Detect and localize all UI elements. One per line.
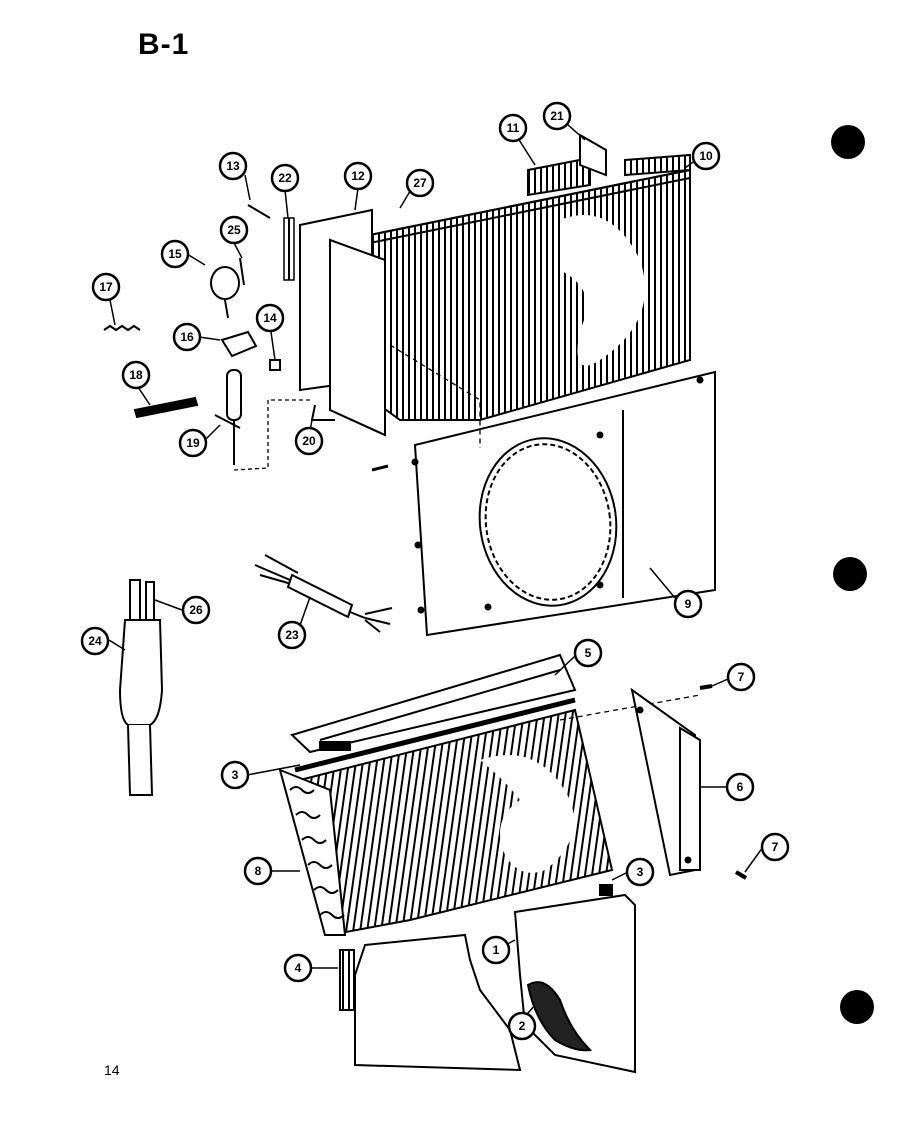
fan-shroud	[411, 370, 716, 637]
base-pan	[339, 884, 636, 1074]
callout-6: 6	[725, 772, 755, 802]
svg-text:11: 11	[507, 121, 520, 135]
callout-14: 14	[255, 303, 285, 333]
callout-25: 25	[219, 215, 249, 245]
svg-text:7: 7	[772, 840, 779, 854]
svg-text:20: 20	[302, 434, 316, 448]
svg-text:14: 14	[263, 311, 277, 325]
svg-text:6: 6	[737, 780, 744, 794]
evaporator-coil	[278, 697, 614, 937]
page-title: B-1	[138, 28, 190, 61]
svg-text:13: 13	[226, 159, 240, 173]
callout-21: 21	[542, 101, 572, 131]
callout-17: 17	[91, 272, 121, 302]
evaporator-return-bends	[289, 786, 345, 919]
svg-text:19: 19	[186, 436, 200, 450]
binder-hole-icon	[840, 990, 874, 1024]
callout-23: 23	[277, 620, 307, 650]
svg-text:26: 26	[189, 603, 203, 617]
svg-text:17: 17	[99, 280, 113, 294]
callout-7: 7	[726, 662, 756, 692]
binder-hole-icon	[833, 557, 867, 591]
svg-text:15: 15	[168, 247, 182, 261]
callout-3: 3	[625, 857, 655, 887]
power-cord	[118, 579, 164, 796]
top-bracket	[579, 133, 607, 177]
callout-27: 27	[405, 168, 435, 198]
screw-icon	[371, 464, 389, 472]
callout-15: 15	[160, 239, 190, 269]
callout-8: 8	[243, 856, 273, 886]
svg-text:4: 4	[295, 961, 302, 975]
svg-text:16: 16	[180, 330, 194, 344]
callout-11: 11	[498, 113, 528, 143]
page-number: 14	[104, 1062, 120, 1078]
wire-harness	[254, 554, 393, 633]
svg-text:7: 7	[738, 670, 745, 684]
svg-text:22: 22	[278, 171, 292, 185]
svg-text:21: 21	[550, 109, 564, 123]
callout-10: 10	[691, 141, 721, 171]
screw-icon	[734, 870, 748, 880]
seal-strip	[283, 217, 295, 281]
callout-16: 16	[172, 322, 202, 352]
callout-12: 12	[343, 161, 373, 191]
callout-22: 22	[270, 163, 300, 193]
callout-19: 19	[178, 428, 208, 458]
callout-18: 18	[121, 360, 151, 390]
side-panel	[630, 687, 701, 877]
svg-text:12: 12	[351, 169, 365, 183]
callout-4: 4	[283, 953, 313, 983]
screw-icon	[699, 684, 713, 690]
callout-3: 3	[220, 760, 250, 790]
callout-13: 13	[218, 151, 248, 181]
callout-2: 2	[507, 1011, 537, 1041]
svg-text:18: 18	[129, 368, 143, 382]
svg-text:3: 3	[637, 865, 644, 879]
svg-text:23: 23	[285, 628, 299, 642]
svg-text:10: 10	[699, 149, 713, 163]
svg-text:3: 3	[232, 768, 239, 782]
binder-hole-icon	[831, 125, 865, 159]
svg-text:2: 2	[519, 1019, 526, 1033]
svg-text:8: 8	[255, 864, 262, 878]
callout-1: 1	[481, 935, 511, 965]
callout-20: 20	[294, 426, 324, 456]
svg-text:9: 9	[685, 597, 692, 611]
callout-5: 5	[573, 638, 603, 668]
svg-text:1: 1	[493, 943, 500, 957]
top-baffle	[527, 156, 591, 197]
svg-text:5: 5	[585, 646, 592, 660]
svg-text:25: 25	[227, 223, 241, 237]
callout-7: 7	[760, 832, 790, 862]
callout-26: 26	[181, 595, 211, 625]
callout-9: 9	[673, 589, 703, 619]
svg-text:27: 27	[413, 176, 427, 190]
callout-24: 24	[80, 626, 110, 656]
svg-text:24: 24	[88, 634, 102, 648]
